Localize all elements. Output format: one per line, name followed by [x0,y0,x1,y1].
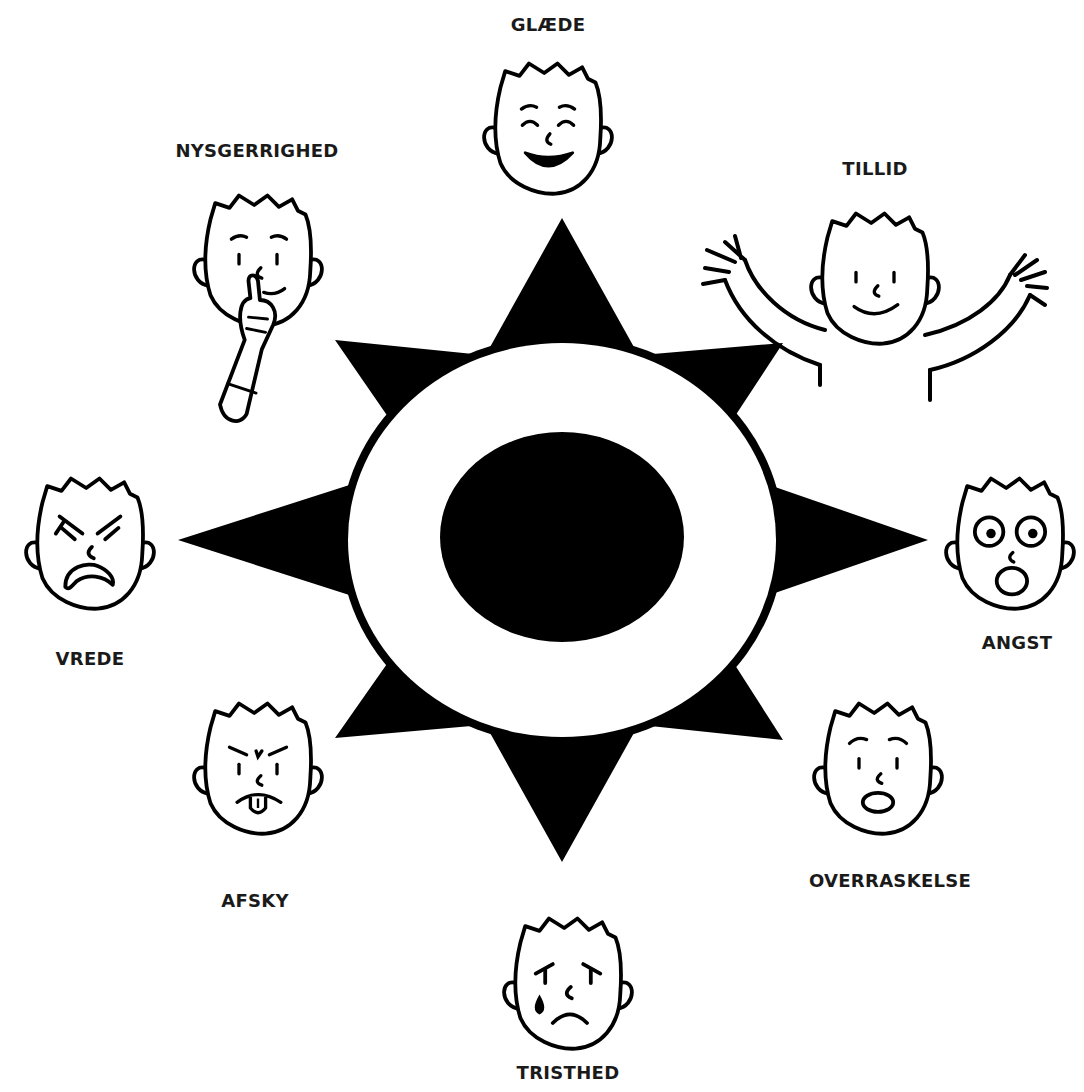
emotion-label: TRISTHED [517,1062,620,1084]
emotion-label: OVERRASKELSE [809,870,971,892]
joy-face [484,63,612,193]
emotion-label: VREDE [56,648,125,670]
curiosity-face [194,196,322,422]
emotion-label: GLÆDE [511,14,586,36]
fear-face [946,479,1074,609]
emotion-label: AFSKY [221,890,289,912]
anger-face [26,479,154,609]
trust-figure [703,214,1047,401]
surprise-face [814,704,942,834]
sadness-face [504,919,632,1049]
emotion-label: NYSGERRIGHED [175,140,338,162]
emotion-label: TILLID [842,158,907,180]
disgust-face [194,704,322,834]
emotion-label: ANGST [982,632,1053,654]
